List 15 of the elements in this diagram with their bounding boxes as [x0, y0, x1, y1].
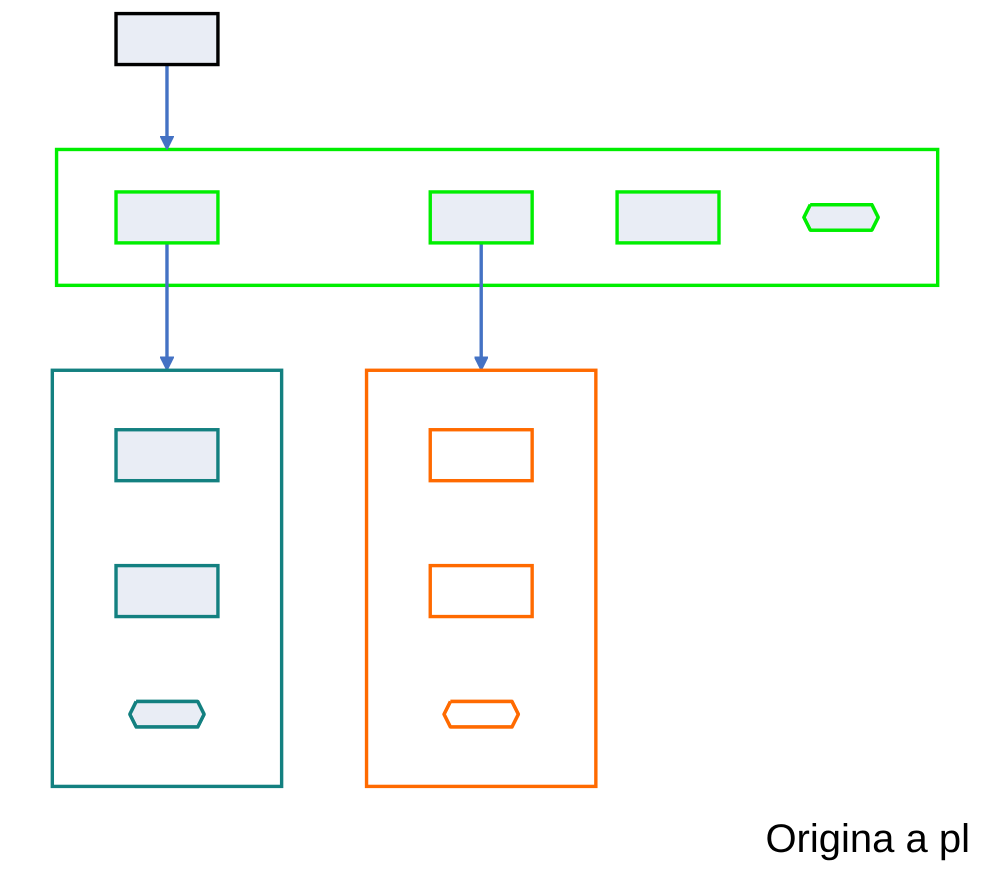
- note-text: Origina a pl: [765, 817, 970, 862]
- arrow: [474, 242, 489, 371]
- node-box: [114, 564, 220, 618]
- cluster: [50, 368, 284, 788]
- node-box: [114, 428, 220, 482]
- arrow: [160, 242, 174, 371]
- node-box: [428, 190, 534, 245]
- cluster: [54, 148, 940, 288]
- node-box: [428, 564, 534, 618]
- node-box: [428, 428, 534, 482]
- cluster: [364, 368, 598, 788]
- node-box: [615, 190, 721, 245]
- node-box: [114, 12, 220, 66]
- node-box: [114, 190, 220, 245]
- arrow: [160, 64, 174, 150]
